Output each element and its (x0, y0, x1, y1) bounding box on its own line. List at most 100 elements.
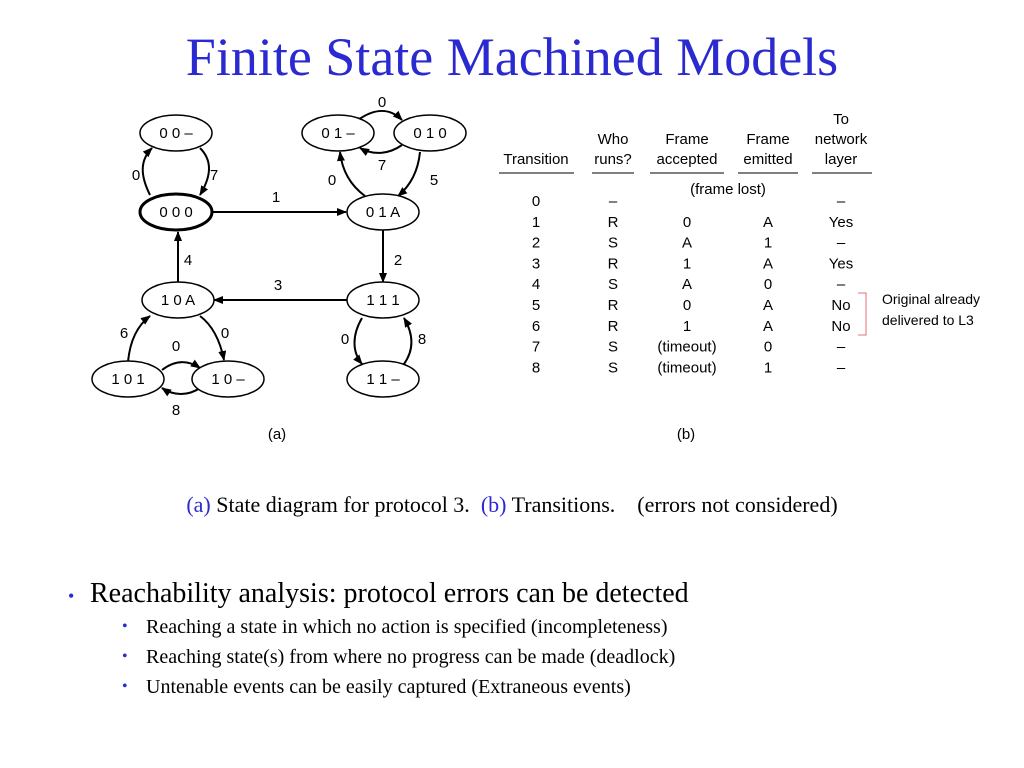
table-cell: No (831, 318, 850, 335)
bullet-sub: • Untenable events can be easily capture… (68, 676, 689, 706)
edge-010-to-01A (397, 151, 421, 197)
svg-text:1 0 –: 1 0 – (211, 371, 245, 388)
bullet-icon: • (68, 586, 75, 606)
state-node: 1 0 1 (91, 360, 165, 398)
svg-text:1 1 1: 1 1 1 (366, 292, 399, 309)
table-header: emitted (743, 151, 792, 168)
table-cell: 0 (764, 339, 772, 356)
table-cell: A (682, 276, 692, 293)
table-cell: No (831, 297, 850, 314)
transition-table: Transition Who runs? Frame accepted Fram… (499, 111, 980, 443)
svg-text:0 1 –: 0 1 – (321, 125, 355, 142)
edge-010-to-01x (359, 144, 403, 156)
edge-101-to-10x (161, 359, 201, 371)
state-node: 1 1 1 (346, 281, 420, 319)
edge-label: 0 (378, 94, 386, 111)
bullet-sub: • Reaching state(s) from where no progre… (68, 646, 689, 676)
edge-label: 7 (378, 157, 386, 174)
table-cell: 0 (532, 193, 540, 210)
table-cell: 1 (683, 318, 691, 335)
edge-01x-to-010 (357, 110, 403, 121)
bullet-sub: • Reaching a state in which no action is… (68, 616, 689, 646)
annotation-line: delivered to L3 (882, 312, 974, 328)
bullet-icon: • (122, 678, 128, 695)
table-cell: 6 (532, 318, 540, 335)
state-node: 0 1 A (346, 193, 420, 231)
svg-text:1 0 A: 1 0 A (161, 292, 195, 309)
svg-text:0 0 –: 0 0 – (159, 125, 193, 142)
edge-label: 0 (221, 325, 229, 342)
annotation-line: Original already (882, 291, 980, 307)
edge-label: 8 (418, 331, 426, 348)
table-cell: R (608, 297, 619, 314)
figure: 0 0 – 0 0 0 0 1 – 0 1 0 0 1 A 1 0 A (91, 94, 980, 443)
table-cell: 1 (532, 214, 540, 231)
table-cell: (timeout) (657, 359, 716, 376)
frame-lost-note: (frame lost) (690, 181, 766, 198)
table-header: layer (825, 151, 858, 168)
edge-111-to-11x (353, 317, 363, 365)
table-cell: A (682, 235, 692, 252)
edge-label: 5 (430, 172, 438, 189)
bullet-sub-text: Untenable events can be easily captured … (146, 676, 631, 698)
state-node: 1 0 – (191, 360, 265, 398)
edge-label: 0 (172, 338, 180, 355)
edge-label: 0 (328, 172, 336, 189)
table-cell: A (763, 318, 773, 335)
table-cell: A (763, 297, 773, 314)
edge-label: 2 (394, 252, 402, 269)
table-cell: – (837, 359, 846, 376)
table-cell: 3 (532, 255, 540, 272)
bullet-main-text: Reachability analysis: protocol errors c… (90, 578, 689, 609)
edge-10A-to-10x (199, 315, 227, 361)
table-cell: S (608, 235, 618, 252)
table-cell: – (837, 339, 846, 356)
table-header: Frame (665, 131, 708, 148)
table-cell: R (608, 255, 619, 272)
edge-label: 6 (120, 325, 128, 342)
state-node: 1 1 – (346, 360, 420, 398)
table-cell: 0 (764, 276, 772, 293)
edge-000-to-00x (141, 147, 153, 196)
bullet-icon: • (122, 618, 128, 635)
table-cell: S (608, 359, 618, 376)
table-header: To (833, 111, 849, 128)
caption-a-label: (a) (186, 492, 211, 517)
table-cell: R (608, 318, 619, 335)
table-cell: – (609, 193, 618, 210)
edge-label: 0 (341, 331, 349, 348)
state-node-start: 0 0 0 (138, 192, 214, 232)
table-header: Frame (746, 131, 789, 148)
table-cell: 0 (683, 297, 691, 314)
table-header: Transition (503, 151, 568, 168)
table-cell: R (608, 214, 619, 231)
edge-label: 0 (132, 167, 140, 184)
edge-label: 7 (210, 167, 218, 184)
state-node: 1 0 A (141, 281, 215, 319)
table-cell: – (837, 276, 846, 293)
bullet-sub-text: Reaching state(s) from where no progress… (146, 646, 676, 668)
diagram-sublabel: (a) (268, 426, 286, 443)
annotation-bracket (858, 292, 867, 336)
slide-title: Finite State Machined Models (185, 27, 839, 87)
figure-caption: (a) State diagram for protocol 3. (b) Tr… (0, 492, 1024, 518)
state-diagram: 0 0 – 0 0 0 0 1 – 0 1 0 0 1 A 1 0 A (91, 94, 467, 443)
table-cell: 1 (764, 359, 772, 376)
svg-text:0 0 0: 0 0 0 (159, 204, 192, 221)
table-cell: 0 (683, 214, 691, 231)
table-cell: 1 (683, 255, 691, 272)
svg-text:1 0 1: 1 0 1 (111, 371, 144, 388)
bullet-main: • Reachability analysis: protocol errors… (68, 578, 689, 616)
table-cell: 2 (532, 235, 540, 252)
edge-00x-to-000 (199, 147, 210, 196)
table-cell: 4 (532, 276, 540, 293)
edge-label: 1 (272, 189, 280, 206)
state-node: 0 1 0 (393, 114, 467, 152)
table-cell: A (763, 255, 773, 272)
edge-01A-to-01x (337, 151, 366, 197)
table-cell: 5 (532, 297, 540, 314)
caption-b-label: (b) (480, 492, 507, 517)
edge-label: 3 (274, 277, 282, 294)
table-cell: – (837, 235, 846, 252)
